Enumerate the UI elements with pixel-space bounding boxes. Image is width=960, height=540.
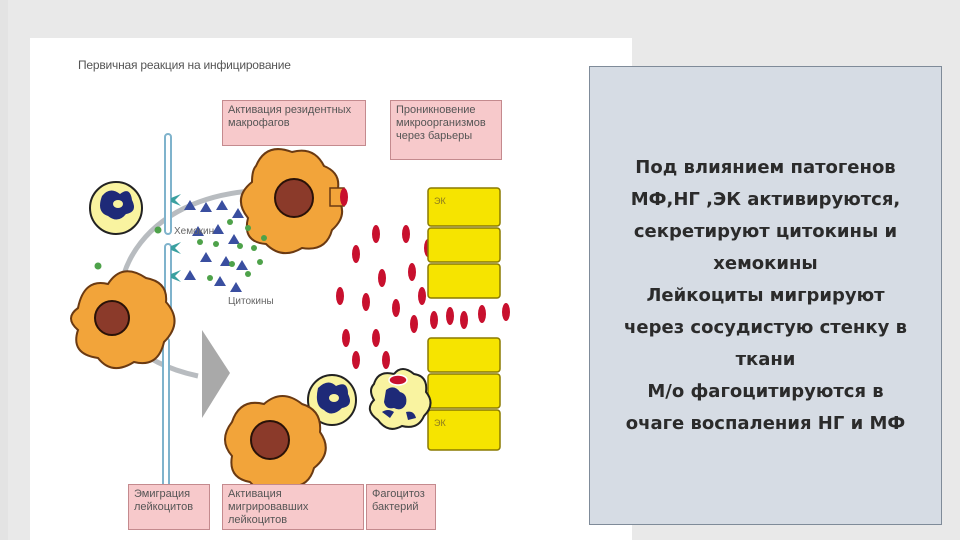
explanation-line: МФ,НГ ,ЭК активируются, bbox=[624, 184, 907, 216]
explanation-line: секретируют цитокины и bbox=[624, 216, 907, 248]
label-chemokines: Хемокин bbox=[174, 226, 214, 237]
macrophage-bottom-nucleus bbox=[251, 421, 289, 459]
explanation-line: через сосудистую стенку в bbox=[624, 312, 907, 344]
diagram-title: Первичная реакция на инфицирование bbox=[78, 58, 291, 72]
box-migrated-activation: Активация мигрировавших лейкоцитов bbox=[222, 484, 364, 530]
migration-arrow bbox=[202, 330, 230, 418]
box-emigration: Эмиграция лейкоцитов bbox=[128, 484, 210, 530]
explanation-line: Под влиянием патогенов bbox=[624, 152, 907, 184]
macrophage-left-nucleus bbox=[95, 301, 129, 335]
box-penetration: Проникновение микроорганизмов через барь… bbox=[390, 100, 502, 160]
vessel-wall-1 bbox=[165, 134, 171, 234]
vessel-wall-3 bbox=[163, 338, 169, 488]
explanation-text: Под влиянием патогенов МФ,НГ ,ЭК активир… bbox=[616, 152, 915, 440]
receptor-3 bbox=[171, 270, 181, 282]
box-phagocytosis: Фагоцитоз бактерий bbox=[366, 484, 436, 530]
label-ek-bottom: ЭК bbox=[434, 418, 446, 428]
explanation-line: хемокины bbox=[624, 248, 907, 280]
macrophage-top-nucleus bbox=[275, 179, 313, 217]
receptor-2 bbox=[171, 242, 181, 254]
explanation-textbox: Под влиянием патогенов МФ,НГ ,ЭК активир… bbox=[589, 66, 942, 525]
slide-edge bbox=[0, 0, 8, 540]
infection-reaction-diagram: Первичная реакция на инфицирование Актив… bbox=[30, 38, 632, 540]
explanation-line: очаге воспаления НГ и МФ bbox=[624, 408, 907, 440]
receptor-1 bbox=[171, 194, 181, 206]
label-cytokines: Цитокины bbox=[228, 296, 274, 307]
explanation-line: ткани bbox=[624, 344, 907, 376]
label-ek-top: ЭК bbox=[434, 196, 446, 206]
explanation-line: Лейкоциты мигрируют bbox=[624, 280, 907, 312]
explanation-line: М/о фагоцитируются в bbox=[624, 376, 907, 408]
box-macrophage-activation: Активация резидентных макрофагов bbox=[222, 100, 366, 146]
